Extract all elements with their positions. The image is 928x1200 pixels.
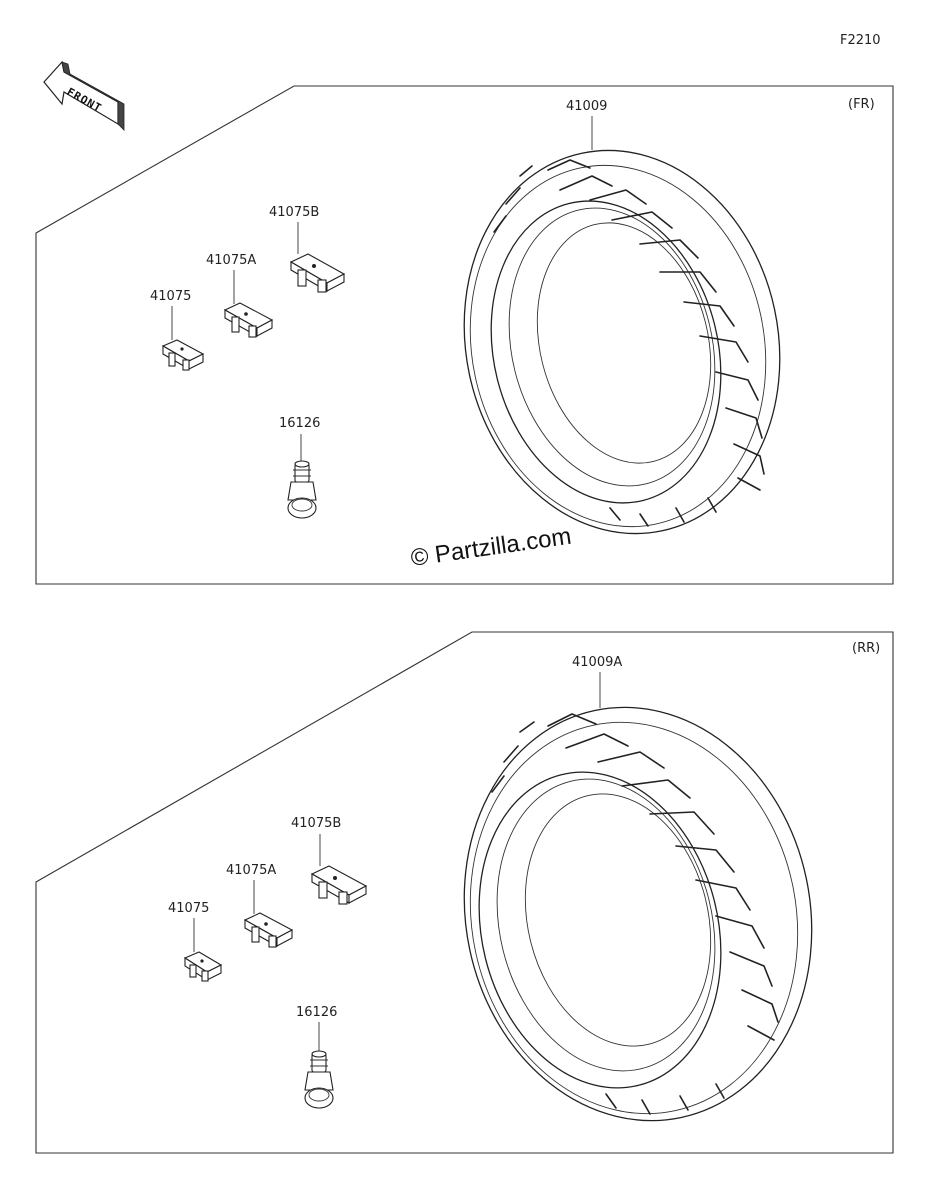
valve-label: 16126 bbox=[296, 1005, 337, 1020]
wheel-weight-a bbox=[243, 912, 294, 948]
tire-valve bbox=[287, 460, 317, 519]
panel-frame bbox=[35, 631, 894, 1154]
tire-part-number: 41009A bbox=[572, 655, 622, 670]
front-tire bbox=[463, 149, 781, 535]
tire-part-number: 41009 bbox=[566, 99, 607, 114]
rear-tire bbox=[463, 706, 813, 1122]
weight-b-label: 41075B bbox=[269, 205, 319, 220]
panel-tag: (RR) bbox=[852, 641, 880, 656]
front-arrow-icon: FRONT bbox=[43, 60, 125, 131]
wheel-weight bbox=[161, 339, 205, 371]
weight-a-label: 41075A bbox=[226, 863, 276, 878]
panel-rear: (RR) 41009A bbox=[35, 631, 894, 1154]
wheel-weight-a bbox=[223, 302, 274, 338]
weight-label: 41075 bbox=[168, 901, 209, 916]
weight-b-label: 41075B bbox=[291, 816, 341, 831]
panel-front: (FR) 41009 bbox=[35, 85, 894, 585]
watermark: © Partzilla.com bbox=[409, 523, 573, 572]
tire-valve bbox=[304, 1050, 334, 1109]
wheel-weight-b bbox=[289, 253, 346, 293]
panel-frame bbox=[35, 85, 894, 585]
panel-tag: (FR) bbox=[848, 97, 875, 112]
figure-code: F2210 bbox=[840, 33, 881, 48]
valve-label: 16126 bbox=[279, 416, 320, 431]
wheel-weight bbox=[183, 951, 223, 982]
weight-label: 41075 bbox=[150, 289, 191, 304]
weight-a-label: 41075A bbox=[206, 253, 256, 268]
wheel-weight-b bbox=[310, 865, 368, 905]
